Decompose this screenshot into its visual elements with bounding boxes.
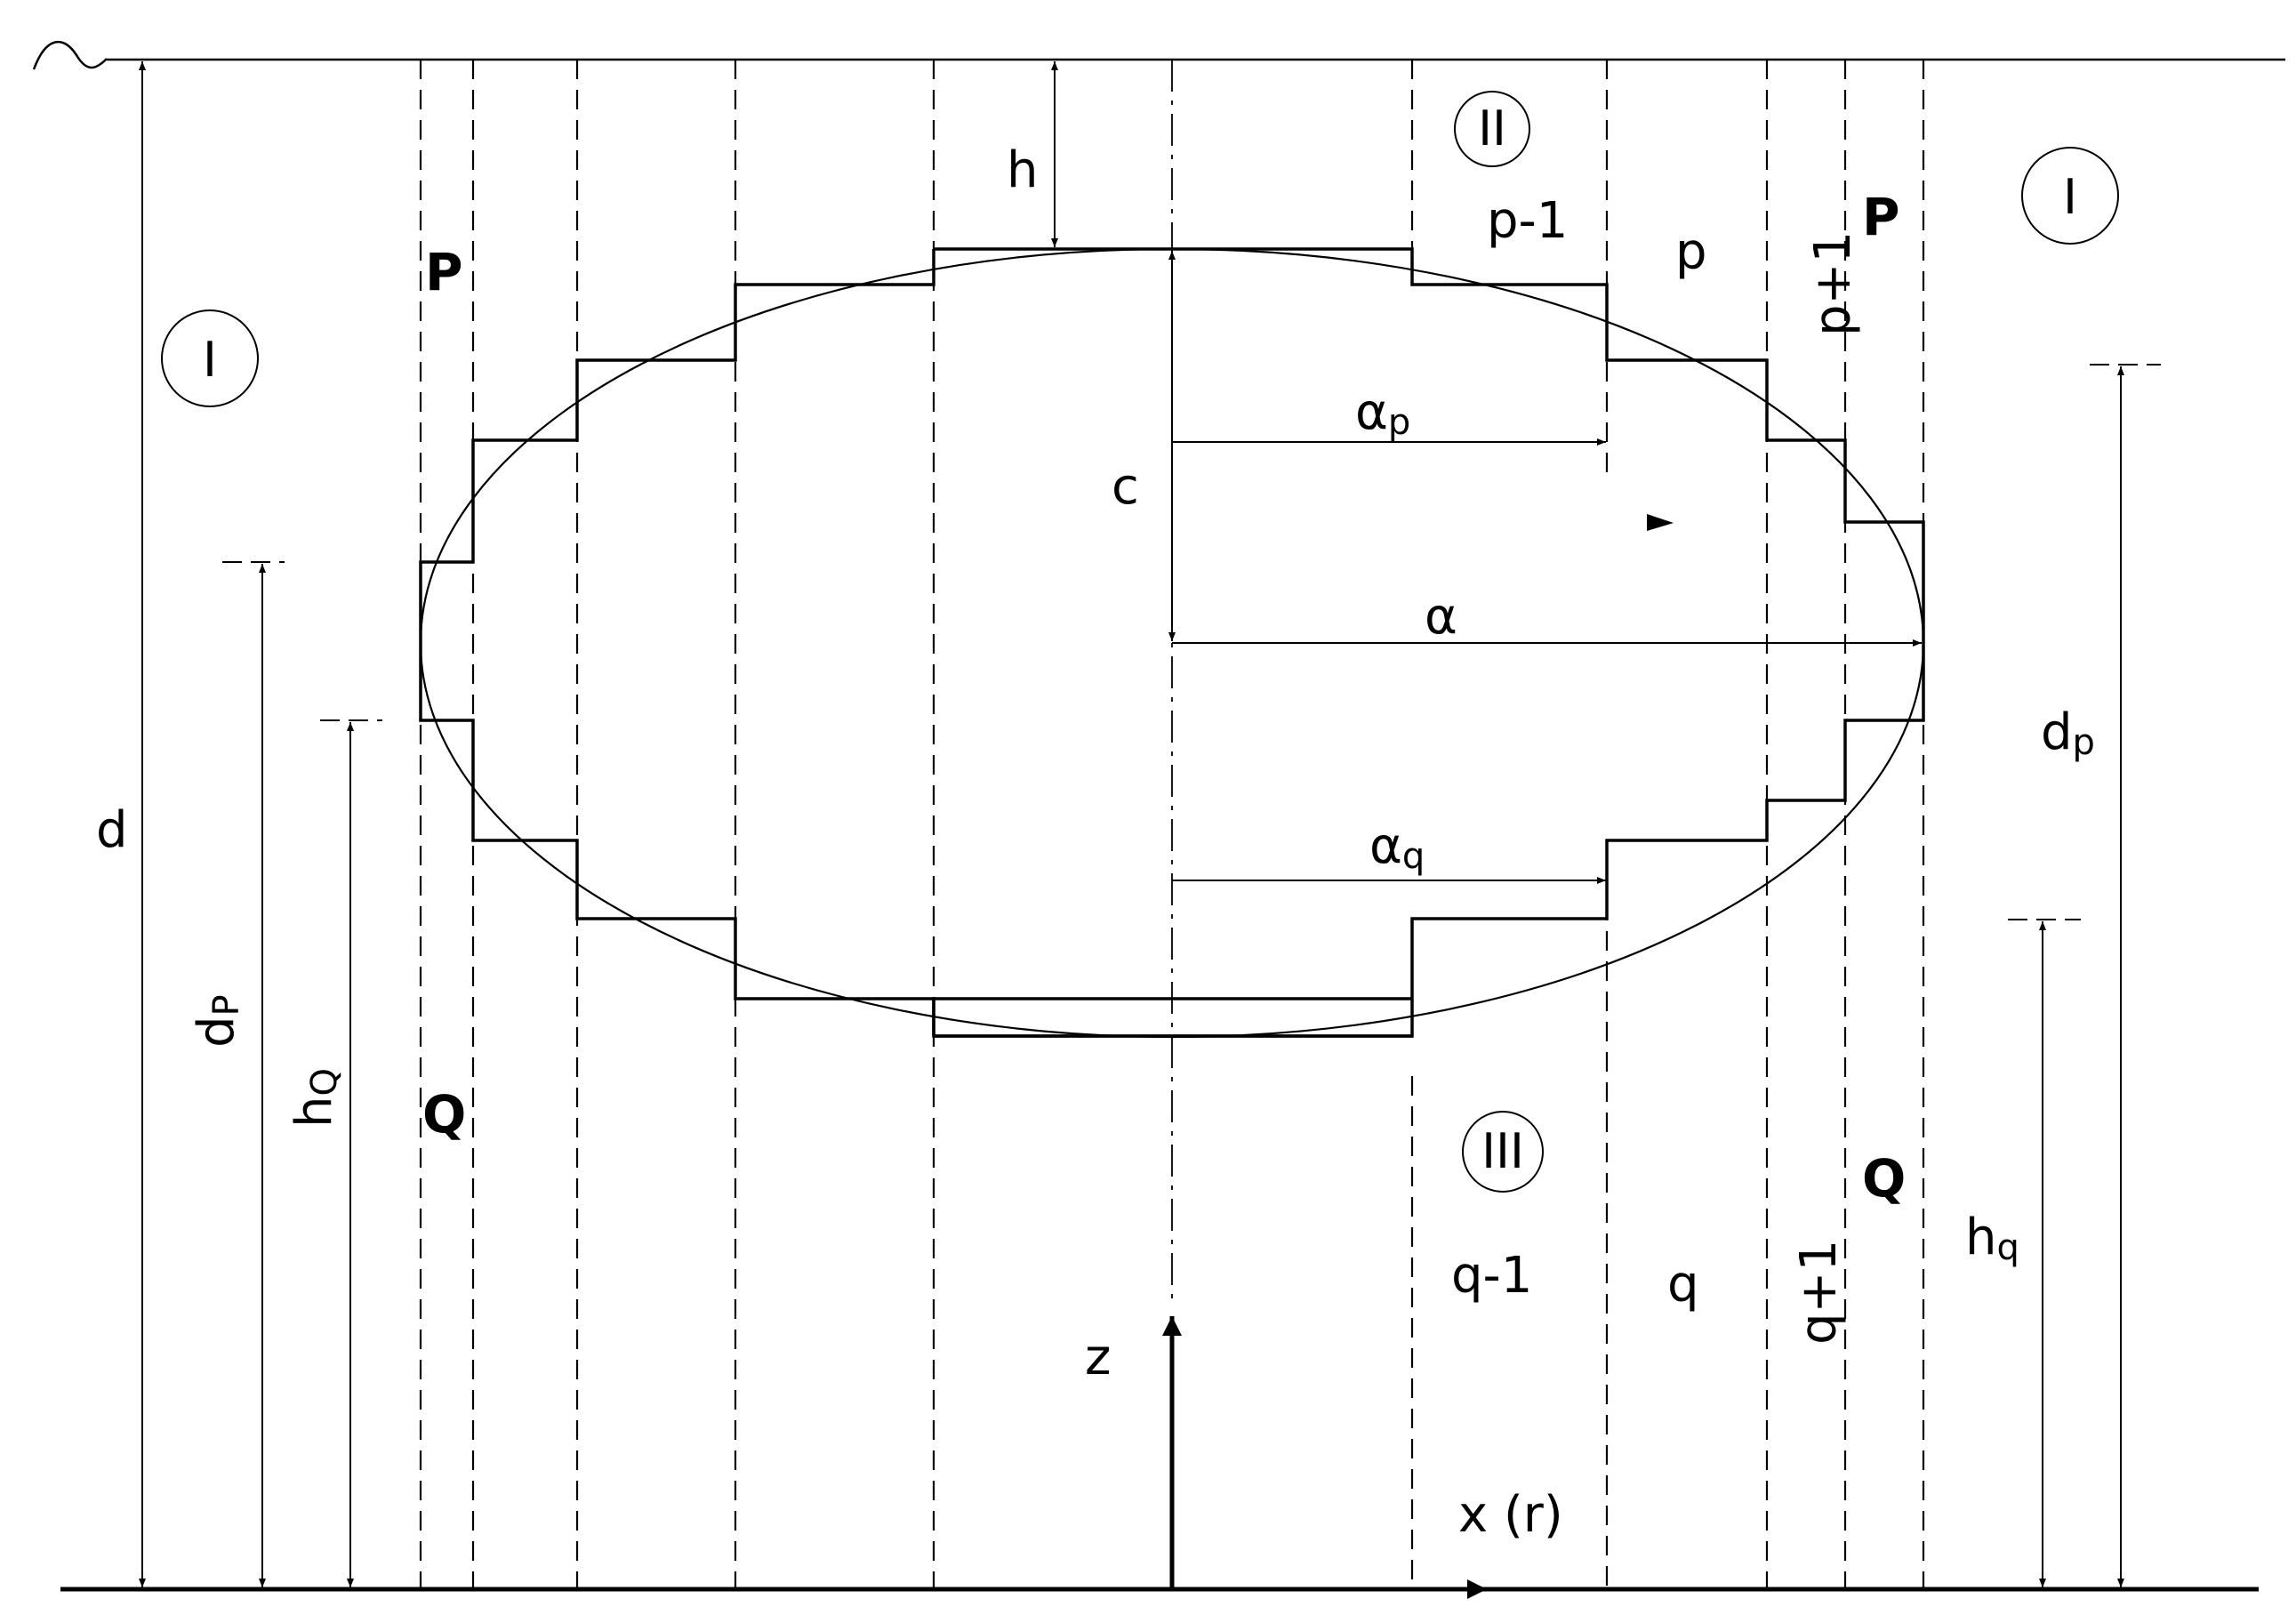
label-q-minus-1: q-1 — [1451, 1247, 1532, 1305]
label-q-plus-1: q+1 — [1790, 1240, 1848, 1345]
label-P-left: P — [425, 242, 463, 302]
label-alpha-p: αp — [1355, 383, 1410, 443]
label-P-right: P — [1862, 187, 1900, 247]
label-d: d — [96, 801, 128, 859]
svg-text:III: III — [1481, 1123, 1524, 1179]
label-p-plus-1: p+1 — [1804, 231, 1862, 336]
svg-text:I: I — [203, 332, 217, 388]
svg-text:II: II — [1478, 100, 1506, 157]
label-p-minus-1: p-1 — [1487, 192, 1568, 250]
label-c: c — [1112, 458, 1139, 516]
svg-text:dP: dP — [188, 994, 247, 1048]
region-I-right-marker: I — [2021, 147, 2119, 245]
label-alpha-q: αq — [1369, 817, 1425, 877]
label-q: q — [1667, 1256, 1699, 1314]
stair-step-contour — [934, 999, 1414, 1038]
small-arrowhead — [1647, 514, 1674, 531]
label-alpha: α — [1425, 588, 1457, 646]
label-p: p — [1675, 223, 1707, 281]
label-dp: dp — [2041, 703, 2095, 763]
label-Q-right: Q — [1862, 1148, 1906, 1209]
region-II-marker: II — [1454, 91, 1530, 167]
label-hq: hq — [1965, 1209, 2019, 1268]
svg-text:hQ: hQ — [285, 1068, 345, 1128]
label-x-axis: x (r) — [1458, 1486, 1563, 1544]
label-Q-left: Q — [422, 1084, 466, 1145]
svg-text:I: I — [2063, 169, 2077, 225]
region-III-marker: III — [1462, 1111, 1544, 1193]
label-dP: dP — [188, 994, 247, 1048]
region-I-left-marker: I — [161, 309, 259, 407]
svg-text:q+1: q+1 — [1790, 1240, 1848, 1345]
free-surface-break-symbol — [32, 40, 108, 70]
label-h: h — [1007, 141, 1039, 199]
label-z-axis: z — [1085, 1329, 1111, 1386]
label-hQ: hQ — [285, 1068, 345, 1128]
stair-step-contour — [419, 249, 935, 1036]
svg-text:p+1: p+1 — [1804, 231, 1862, 336]
